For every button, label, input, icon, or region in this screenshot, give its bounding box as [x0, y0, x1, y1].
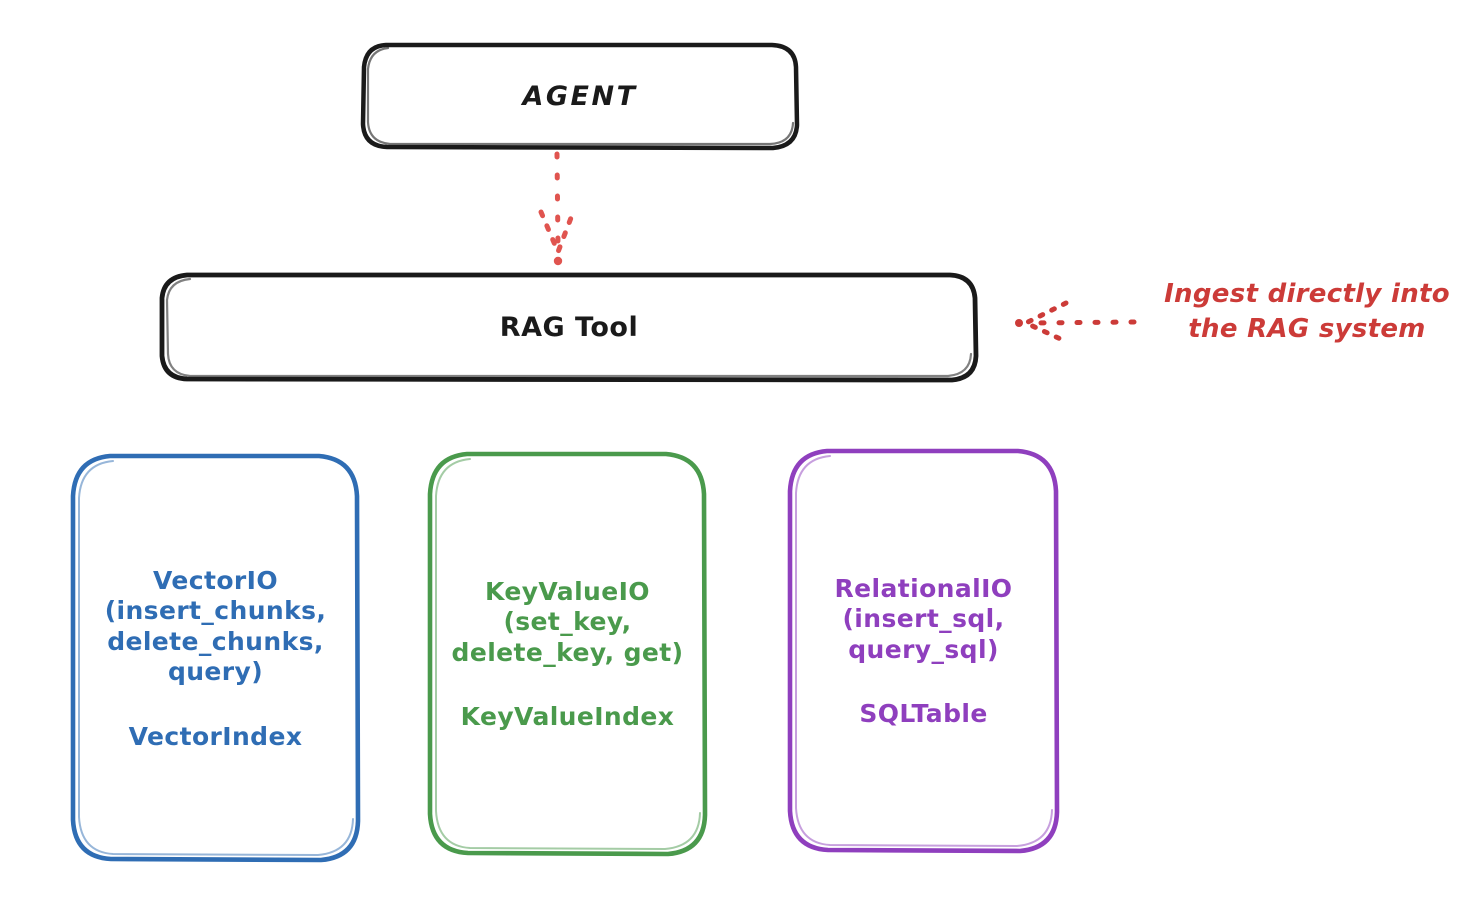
- ingest-annotation-text: Ingest directly into the RAG system: [1164, 279, 1450, 345]
- vector-io-title: VectorIO (insert_chunks, delete_chunks, …: [104, 565, 327, 687]
- node-vector-io[interactable]: VectorIO (insert_chunks, delete_chunks, …: [68, 452, 363, 864]
- relational-io-subtitle: SQLTable: [859, 699, 988, 729]
- node-agent[interactable]: AGENT: [358, 40, 802, 152]
- connector-ingest-note-to-rag-tool: [1010, 292, 1140, 354]
- key-value-io-title: KeyValueIO (set_key, delete_key, get): [451, 576, 684, 667]
- node-relational-io[interactable]: RelationalIO (insert_sql, query_sql) SQL…: [785, 447, 1062, 855]
- agent-label: AGENT: [522, 80, 638, 112]
- vector-io-subtitle: VectorIndex: [128, 721, 303, 751]
- rag-tool-label: RAG Tool: [499, 311, 639, 343]
- relational-io-title: RelationalIO (insert_sql, query_sql): [834, 573, 1013, 664]
- connector-agent-to-rag-tool: [500, 150, 620, 275]
- key-value-io-subtitle: KeyValueIndex: [460, 702, 675, 732]
- node-rag-tool[interactable]: RAG Tool: [157, 270, 981, 384]
- node-key-value-io[interactable]: KeyValueIO (set_key, delete_key, get) Ke…: [425, 450, 710, 858]
